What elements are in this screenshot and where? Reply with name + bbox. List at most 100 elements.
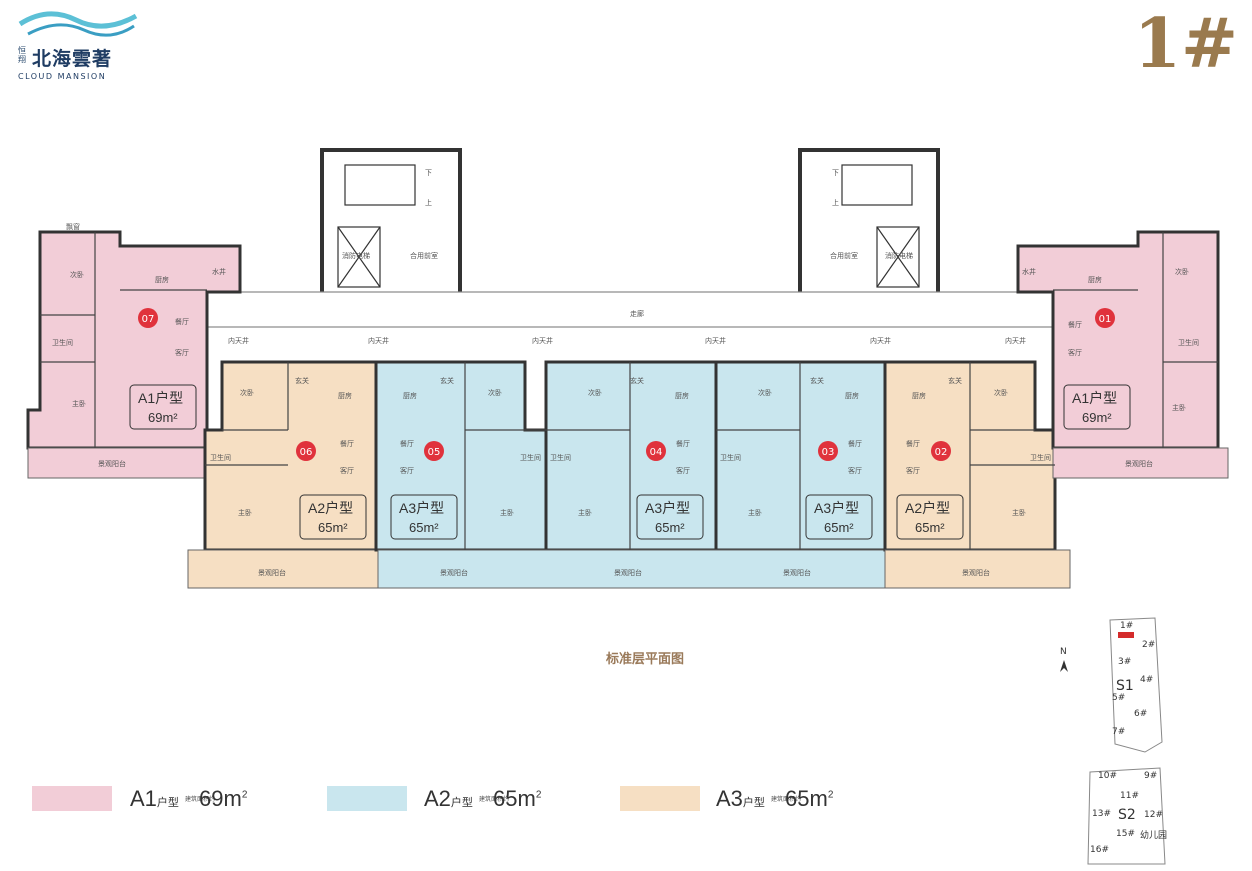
room-label: 餐厅 [906,439,920,448]
room-label: 次卧 [994,388,1008,397]
room-label: 主卧 [238,508,252,517]
unit-badge: 04 [646,441,666,461]
room-label: 卫生间 [550,453,571,462]
unit-type-box [129,384,197,430]
unit-badge-number: 07 [142,314,155,325]
unit-area-label: 69m² [1082,410,1112,425]
room-label: 餐厅 [676,439,690,448]
legend-item-a3: A3户型 建筑面积约65m2 [716,786,833,812]
room-label: 厨房 [845,391,859,400]
site-building-label: 9# [1144,771,1157,781]
site-building-label: 15# [1116,829,1135,839]
room-label: 客厅 [400,466,414,475]
unit-badge-circle [931,441,951,461]
zone-s2-label: S2 [1118,807,1136,823]
unit-badge: 03 [818,441,838,461]
left-elevator [337,226,381,288]
right-elevator-label: 消防电梯 [885,251,913,260]
unit-type-box [299,494,367,540]
left-elevator-label: 消防电梯 [342,251,370,260]
left-stair-down-label: 下 [425,169,432,177]
room-label: 景观阳台 [783,568,811,577]
site-building-label: 5# [1112,693,1125,703]
legend-suffix: 户型 [742,797,765,809]
legend-item-a1: A1户型 建筑面积约69m2 [130,786,247,812]
legend-type: A1 [130,786,157,811]
unit-badge-number: 01 [1099,314,1112,325]
room-label: 客厅 [175,348,189,357]
right-elevator [876,226,920,288]
legend-suffix: 户型 [156,797,179,809]
right-lobby-label: 合用前室 [830,251,858,260]
unit-badge-number: 04 [650,447,663,458]
unit-badge-number: 06 [300,447,313,458]
room-label: 主卧 [748,508,762,517]
unit-badge-circle [818,441,838,461]
room-label: 卫生间 [52,338,73,347]
site-building-label: 3# [1118,657,1131,667]
unit-badge: 02 [931,441,951,461]
room-label: 主卧 [578,508,592,517]
room-label: 厨房 [155,275,169,284]
unit-badge-number: 03 [822,447,835,458]
unit-area-label: 65m² [824,520,854,535]
unit-badge-circle [296,441,316,461]
room-label: 主卧 [500,508,514,517]
room-label: 玄关 [630,376,644,385]
room-label: 客厅 [676,466,690,475]
site-key-map: N 1# 2# 3# S1 4# 5# 6# 7# 9# 10# 11# S2 … [1060,617,1167,865]
room-label: 厨房 [338,391,352,400]
unit-type-label: A3户型 [399,500,444,516]
unit-badge-circle [424,441,444,461]
room-label: 客厅 [1068,348,1082,357]
unit-badge-circle [138,308,158,328]
legend-area: 65m [785,786,828,811]
room-label: 玄关 [440,376,454,385]
room-label: 厨房 [1088,275,1102,284]
unit-type-box [805,494,873,540]
legend-area: 69m [199,786,242,811]
room-label: 次卧 [1175,267,1189,276]
zone-s1-outline [1109,617,1163,753]
site-building-label: 7# [1112,727,1125,737]
unit-type-box [1063,384,1131,430]
unit-area-label: 65m² [655,520,685,535]
legend-note: 建筑面积约 [479,796,510,803]
legend-area-unit: 2 [535,789,542,801]
brand-small-text: 恒翔 [18,46,26,64]
brand-name-en: CLOUD MANSION [18,72,107,81]
unit-badge: 06 [296,441,316,461]
site-building-label: 11# [1120,791,1139,801]
shaft-label-2: 内天井 [368,336,389,345]
room-label: 餐厅 [340,439,354,448]
legend-swatch-a3 [620,786,700,811]
shaft-label-3: 内天井 [532,336,553,345]
wave-logo-icon [18,11,138,37]
unit-badge: 07 [138,308,158,328]
building-1-highlight [1118,632,1134,638]
room-label: 景观阳台 [98,459,126,468]
interior-walls [40,232,1218,550]
site-building-label: 6# [1134,709,1147,719]
room-label: 卫生间 [1030,453,1051,462]
unit-area-label: 69m² [148,410,178,425]
room-label: 卫生间 [1178,338,1199,347]
room-label: 餐厅 [1068,320,1082,329]
site-building-label: 16# [1090,845,1109,855]
room-label: 卫生间 [210,453,231,462]
room-label: 餐厅 [848,439,862,448]
room-label: 主卧 [1012,508,1026,517]
room-label: 景观阳台 [258,568,286,577]
left-stair-up-label: 上 [425,198,432,207]
north-arrow-icon [1060,660,1068,672]
legend-area-unit: 2 [241,789,248,801]
north-label: N [1060,647,1067,657]
room-label: 景观阳台 [1125,459,1153,468]
room-label: 客厅 [848,466,862,475]
shaft-label-6: 内天井 [1005,336,1026,345]
legend-area: 65m [493,786,536,811]
unit-badge-number: 02 [935,447,948,458]
legend-swatch-a2 [327,786,407,811]
shaft-label-1: 内天井 [228,336,249,345]
zone-s2-outline [1087,767,1166,865]
